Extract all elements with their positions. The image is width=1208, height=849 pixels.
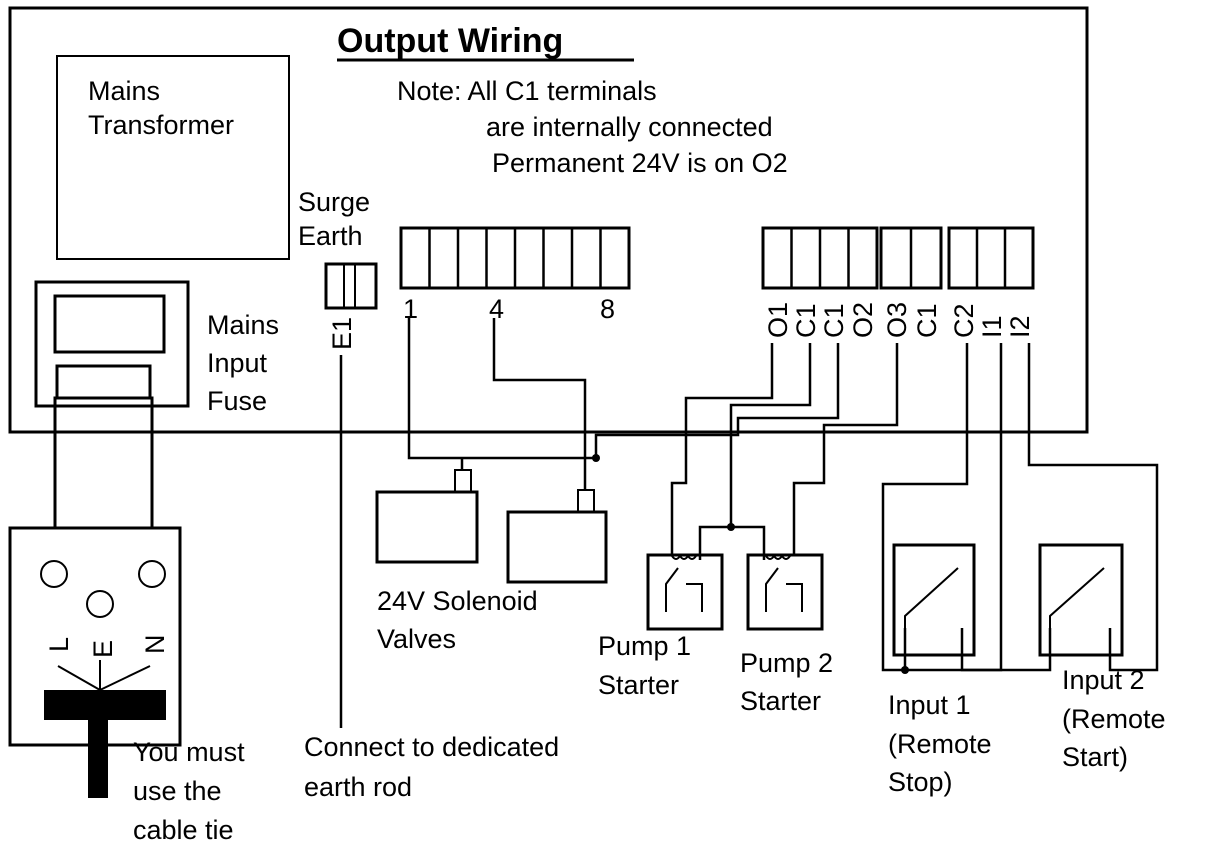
input-terminal-block-c2-i2 [947, 226, 1035, 290]
diagram-title: Output Wiring [337, 22, 563, 60]
mains-transformer [56, 55, 290, 260]
input-1-label-1: Input 1 [888, 690, 971, 720]
terminal-label-c2: C2 [949, 303, 979, 338]
valve-terminal-1-label: 1 [403, 294, 418, 324]
terminal-label-o2: O2 [848, 302, 878, 338]
pump-2-label-1: Pump 2 [740, 648, 833, 678]
input-1-switch [892, 543, 976, 657]
input-2-switch [1038, 543, 1124, 657]
plug-label-e: E [88, 640, 118, 658]
input-2-label-2: (Remote [1062, 704, 1166, 734]
output-terminal-block-o3-c1 [879, 226, 943, 290]
valve-terminal-4-label: 4 [489, 294, 504, 324]
pump-1-starter [646, 553, 724, 631]
pump-2-label-2: Starter [740, 686, 821, 716]
terminal-label-i1: I1 [977, 315, 1007, 338]
valve-terminal-8-label: 8 [600, 294, 615, 324]
output-terminal-block-o1-o2 [761, 226, 879, 290]
cable-tie-note-3: cable tie [133, 815, 234, 845]
mains-cable [53, 396, 154, 530]
terminal-label-o1: O1 [763, 302, 793, 338]
mains-input-fuse-label-3: Fuse [207, 386, 267, 416]
controller-enclosure [8, 6, 1089, 434]
note-line-1: Note: All C1 terminals [397, 76, 657, 106]
terminal-label-c1-a: C1 [791, 303, 821, 338]
pump-1-label-1: Pump 1 [598, 631, 691, 661]
mains-transformer-label-2: Transformer [88, 110, 234, 140]
surge-earth-label-1: Surge [298, 187, 370, 217]
solenoid-valve-2 [506, 489, 608, 584]
plug-label-n: N [140, 635, 170, 655]
cable-icon [88, 690, 108, 798]
cable-tie-note-1: You must [133, 737, 245, 767]
solenoid-label-2: Valves [377, 624, 456, 654]
terminal-label-o3: O3 [882, 302, 912, 338]
terminal-label-e1: E1 [327, 317, 357, 350]
cable-tie-note-2: use the [133, 776, 222, 806]
pump-starter-wiring [670, 343, 899, 560]
surge-earth-terminal-block [324, 262, 378, 310]
input-2-label-3: Start) [1062, 742, 1128, 772]
earth-rod-note-2: earth rod [304, 772, 412, 802]
plug-label-l: L [44, 637, 74, 652]
surge-earth-label-2: Earth [298, 221, 363, 251]
input-1-label-2: (Remote [888, 729, 992, 759]
pump-2-starter [746, 553, 824, 631]
earth-pin-icon [86, 590, 114, 618]
note-line-3: Permanent 24V is on O2 [492, 148, 788, 178]
mains-transformer-label-1: Mains [88, 76, 160, 106]
earth-rod-note-1: Connect to dedicated [304, 732, 559, 762]
solenoid-label-1: 24V Solenoid [377, 586, 538, 616]
solenoid-wiring [407, 316, 840, 490]
pump-1-label-2: Starter [598, 670, 679, 700]
terminal-label-c1-c: C1 [912, 303, 942, 338]
input-1-label-3: Stop) [888, 767, 953, 797]
terminal-label-c1-b: C1 [819, 303, 849, 338]
mains-input-fuse [34, 280, 190, 408]
mains-input-fuse-label-2: Input [207, 348, 268, 378]
input-2-label-1: Input 2 [1062, 665, 1145, 695]
note-line-2: are internally connected [486, 112, 773, 142]
mains-input-fuse-label-1: Mains [207, 310, 279, 340]
valve-terminal-block [399, 226, 631, 290]
neutral-pin-icon [138, 560, 166, 588]
live-pin-icon [40, 560, 68, 588]
mains-plug: L E N [8, 526, 182, 798]
solenoid-valve-1 [375, 469, 479, 564]
input-wiring [881, 343, 1159, 674]
terminal-label-i2: I2 [1005, 315, 1035, 338]
